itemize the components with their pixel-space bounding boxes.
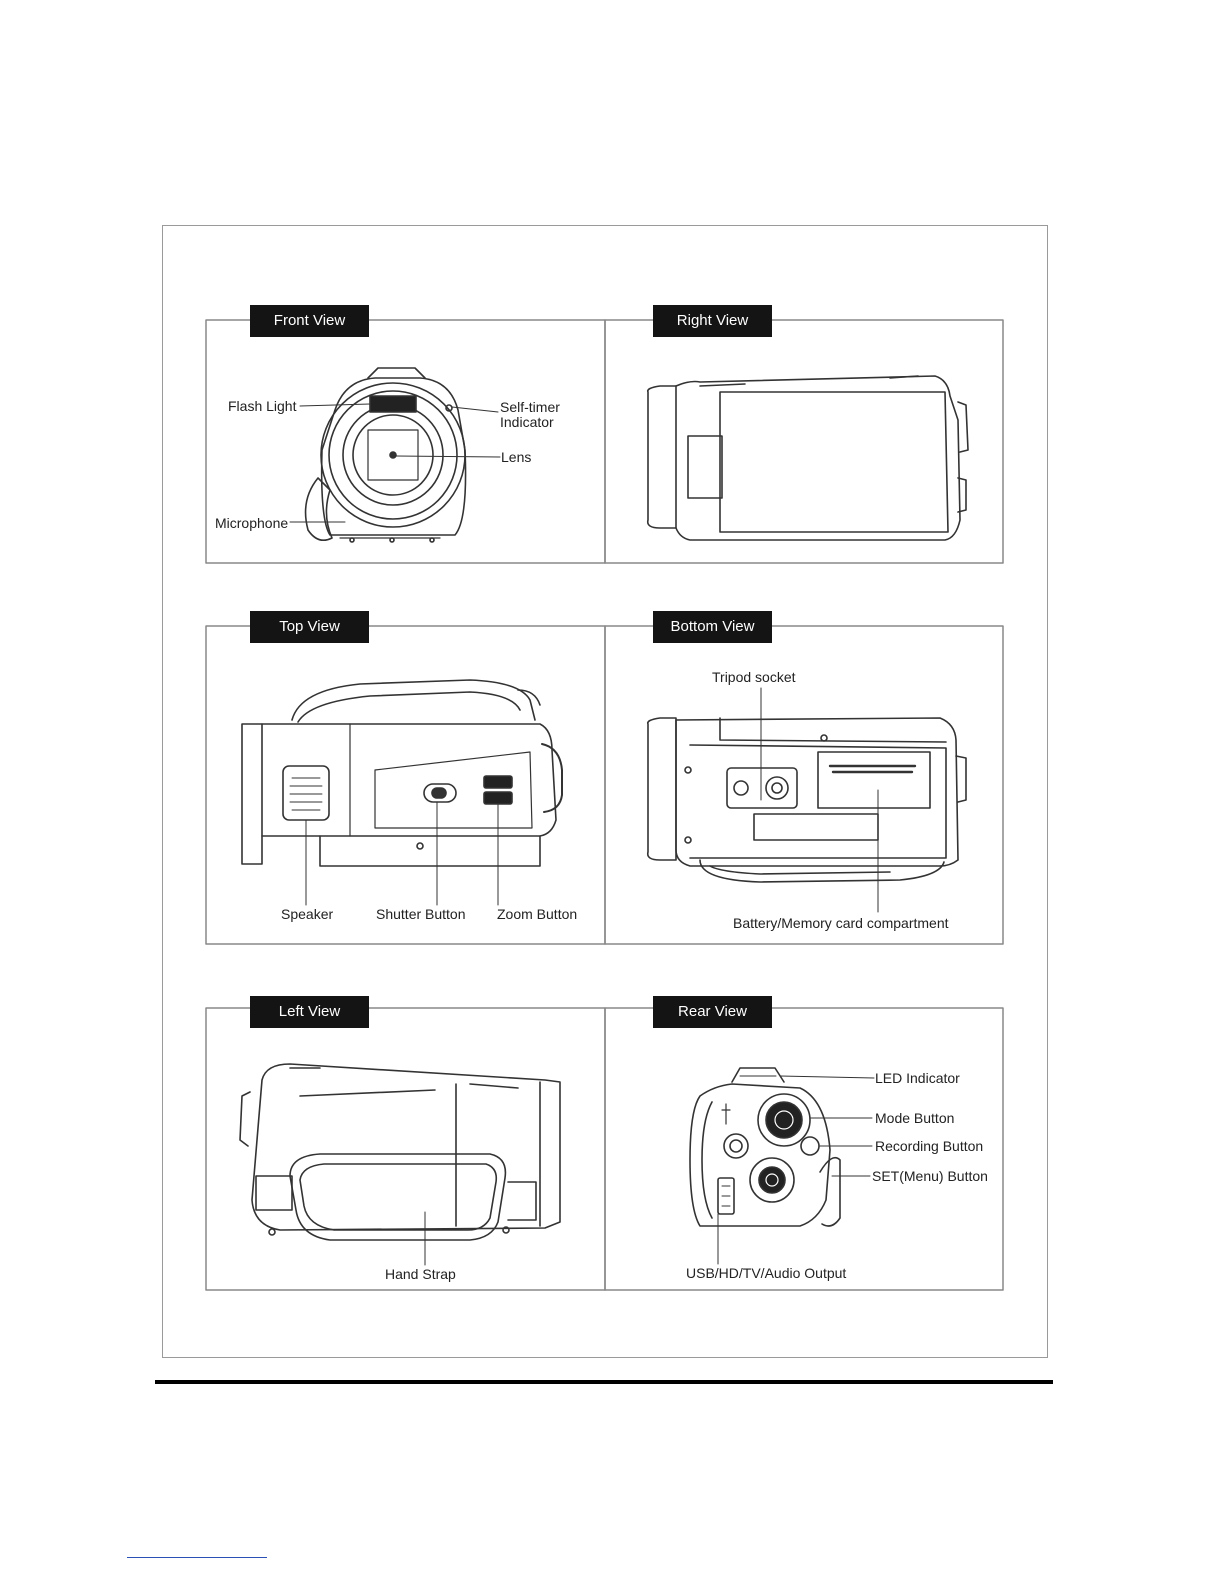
label-set-menu-button: SET(Menu) Button <box>872 1168 988 1184</box>
rear-camera-drawing <box>690 1068 874 1264</box>
rear-view-tab: Rear View <box>653 996 772 1028</box>
top-camera-drawing <box>242 680 562 905</box>
label-usb-output: USB/HD/TV/Audio Output <box>686 1265 846 1281</box>
left-camera-drawing <box>240 1064 560 1265</box>
front-camera-drawing <box>290 368 500 542</box>
label-microphone: Microphone <box>215 515 288 531</box>
label-self-timer-indicator: Indicator <box>500 414 554 430</box>
bottom-camera-drawing <box>648 688 966 912</box>
left-view-panel <box>206 1008 605 1290</box>
top-view-panel <box>206 626 605 944</box>
front-view-tab: Front View <box>250 305 369 337</box>
right-camera-drawing <box>648 376 968 540</box>
left-view-tab: Left View <box>250 996 369 1028</box>
label-lens: Lens <box>501 449 531 465</box>
label-tripod-socket: Tripod socket <box>712 669 796 685</box>
bottom-view-panel <box>605 626 1003 944</box>
label-zoom-button: Zoom Button <box>497 906 577 922</box>
footer-rule <box>155 1380 1053 1384</box>
right-view-panel <box>605 320 1003 563</box>
label-self-timer: Self-timer <box>500 399 560 415</box>
bottom-view-tab: Bottom View <box>653 611 772 643</box>
label-battery-compartment: Battery/Memory card compartment <box>733 915 949 931</box>
footer-link-underline[interactable] <box>127 1557 267 1558</box>
label-hand-strap: Hand Strap <box>385 1266 456 1282</box>
right-view-tab: Right View <box>653 305 772 337</box>
label-led-indicator: LED Indicator <box>875 1070 960 1086</box>
label-recording-button: Recording Button <box>875 1138 983 1154</box>
label-speaker: Speaker <box>281 906 333 922</box>
label-flash-light: Flash Light <box>228 398 296 414</box>
top-view-tab: Top View <box>250 611 369 643</box>
label-mode-button: Mode Button <box>875 1110 954 1126</box>
label-shutter-button: Shutter Button <box>376 906 466 922</box>
